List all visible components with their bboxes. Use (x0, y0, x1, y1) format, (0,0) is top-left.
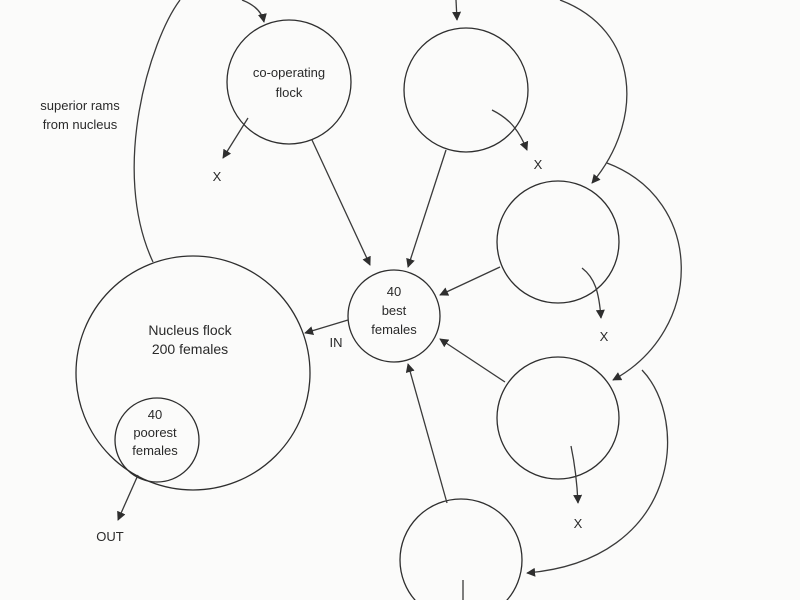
rams-curve-to-flock-5 (526, 369, 669, 577)
node-cooperating-flock (226, 19, 352, 145)
rams-curve-to-flock-3 (559, 0, 628, 184)
cull-arrow-flock4 (570, 445, 583, 504)
arrow-flock2-to-best (406, 149, 447, 268)
label-out: OUT (96, 529, 124, 544)
cull-arrow-flock2 (491, 109, 529, 151)
label-nucleus-line2: 200 females (152, 341, 228, 357)
rams-arrow-to-flock-2 (452, 0, 462, 21)
arrow-flock1-to-best (311, 139, 371, 266)
label-best-females-line3: females (371, 322, 417, 337)
arrow-flock4-to-best (439, 338, 506, 383)
label-best-females-line1: 40 (387, 284, 401, 299)
label-cull-x-4: X (574, 516, 583, 531)
label-poorest-line2: poorest (133, 425, 177, 440)
label-cull-x-3: X (600, 329, 609, 344)
label-cull-x-1: X (213, 169, 222, 184)
node-poorest-females (114, 397, 200, 483)
arrow-flock3-to-best (439, 266, 501, 296)
node-cooperating-flock-3 (496, 180, 620, 304)
node-cooperating-flock-5 (399, 498, 523, 600)
label-in: IN (330, 335, 343, 350)
rams-curve-to-flock-4 (606, 162, 682, 381)
rams-arrow-to-flock-1 (241, 0, 267, 23)
cull-arrow-flock3 (581, 267, 605, 319)
arrow-best-to-nucleus (304, 319, 349, 335)
arrow-poorest-out (117, 474, 139, 521)
label-poorest-line1: 40 (148, 407, 162, 422)
node-best-females (347, 269, 441, 363)
label-poorest-line3: females (132, 443, 178, 458)
node-cooperating-flock-2 (403, 27, 529, 153)
label-superior-rams-line2: from nucleus (43, 117, 118, 132)
superior-rams-curve (133, 0, 181, 263)
label-cull-x-2: X (534, 157, 543, 172)
label-superior-rams-line1: superior rams (40, 98, 120, 113)
node-cooperating-flock-4 (496, 356, 620, 480)
label-best-females-line2: best (382, 303, 407, 318)
label-nucleus-line1: Nucleus flock (148, 322, 232, 338)
cull-arrow-flock1 (222, 117, 249, 159)
arrow-flock5-to-best (405, 363, 448, 504)
label-cooperating-flock-line2: flock (276, 85, 303, 100)
node-nucleus-flock (75, 255, 311, 491)
label-cooperating-flock-line1: co-operating (253, 65, 325, 80)
